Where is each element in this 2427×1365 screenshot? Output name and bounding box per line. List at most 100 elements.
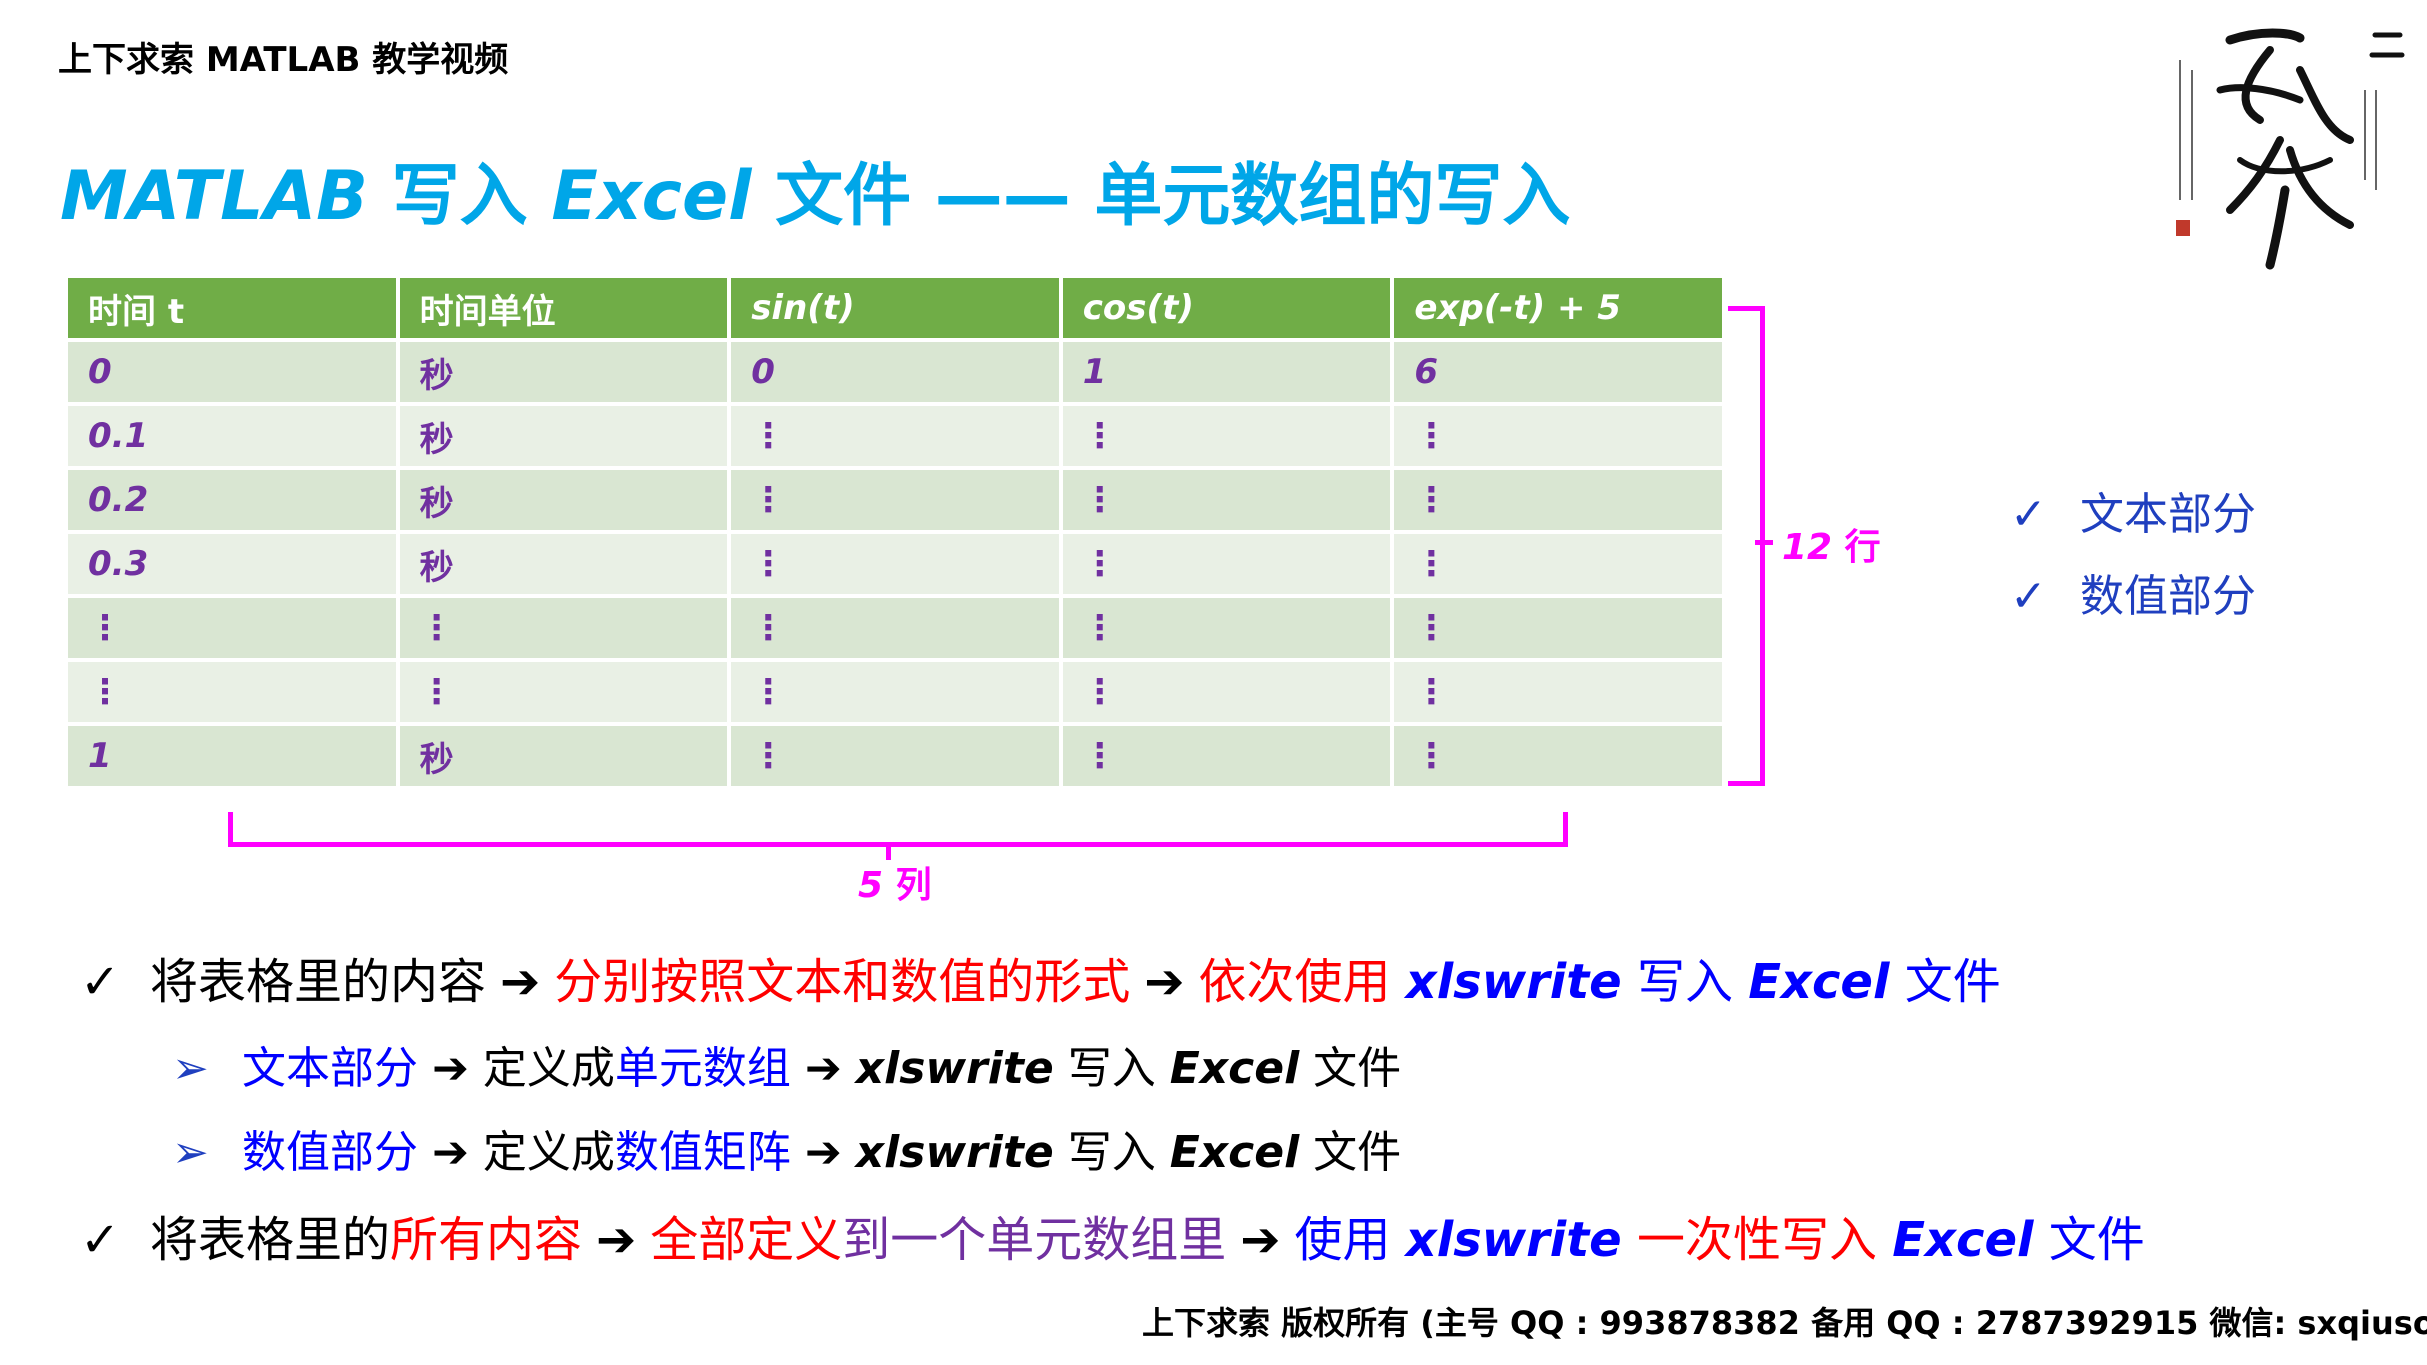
- copyright-footer: 上下求索 版权所有 (主号 QQ : 993878382 备用 QQ : 278…: [1142, 1304, 2427, 1342]
- cell: ⋮: [727, 402, 1063, 470]
- side-check-number: ✓数值部分: [2010, 560, 2256, 624]
- table-row: 0.3 秒 ⋮ ⋮ ⋮: [64, 530, 1726, 598]
- cell: 6: [1390, 338, 1726, 406]
- title-rest: 文件 —— 单元数组的写入: [751, 157, 1571, 236]
- cols-bracket: [228, 812, 1568, 847]
- bullet-text: 写入: [1053, 1127, 1170, 1178]
- triangle-icon: ➢: [172, 1127, 209, 1178]
- table-header-row: 时间 t 时间单位 sin(t) cos(t) exp(-t) + 5: [64, 274, 1726, 342]
- title-matlab: MATLAB: [60, 157, 368, 236]
- bullet-text: Excel: [1169, 1127, 1300, 1178]
- cols-count-label: 5 列: [858, 856, 932, 908]
- slide-title: MATLAB 写入 Excel 文件 —— 单元数组的写入: [60, 140, 1570, 239]
- bullet-text: 文本部分: [242, 1043, 418, 1094]
- cell: ⋮: [727, 530, 1063, 598]
- bullet-text: xlswrite: [855, 1127, 1054, 1178]
- cell: 1: [1058, 338, 1395, 406]
- table-row: 0.1 秒 ⋮ ⋮ ⋮: [64, 402, 1726, 470]
- cell: 0.2: [64, 466, 400, 534]
- cell: 0: [727, 338, 1063, 406]
- bullet-text: Excel: [1892, 1212, 2034, 1268]
- header-cos: cos(t): [1058, 274, 1395, 342]
- bullet-text: 单元数组里: [986, 1212, 1227, 1268]
- title-excel: Excel: [551, 157, 752, 236]
- cell: ⋮: [395, 658, 732, 726]
- triangle-icon: ➢: [172, 1043, 209, 1094]
- bullet-text: Excel: [1748, 954, 1890, 1010]
- bullet-text: 写入: [1053, 1043, 1170, 1094]
- arrow-icon: ➔: [432, 1043, 469, 1094]
- cell: ⋮: [1058, 722, 1395, 790]
- cell: 0.3: [64, 530, 400, 598]
- bullet-2: ➢文本部分➔定义成单元数组➔xlswrite 写入 Excel 文件: [172, 1032, 1401, 1096]
- header-time-unit: 时间单位: [395, 274, 732, 342]
- bullet-text: 全部定义: [650, 1212, 843, 1268]
- bullet-text: 数值矩阵: [614, 1127, 791, 1178]
- header-time: 时间 t: [64, 274, 400, 342]
- arrow-icon: ➔: [804, 1127, 842, 1178]
- header-sin: sin(t): [727, 274, 1063, 342]
- bullet-text: Excel: [1169, 1043, 1300, 1094]
- side-check-text: ✓文本部分: [2010, 478, 2256, 542]
- cell: ⋮: [395, 594, 732, 662]
- check-icon: ✓: [80, 1212, 121, 1268]
- cols-unit: 列: [883, 865, 932, 906]
- cell: ⋮: [727, 594, 1063, 662]
- arrow-icon: ➔: [500, 954, 541, 1010]
- bullet-text: 使用: [1294, 1212, 1406, 1268]
- table-row: 0 秒 0 1 6: [64, 338, 1726, 406]
- cell: ⋮: [64, 658, 400, 726]
- bullet-1: ✓将表格里的内容➔分别按照文本和数值的形式➔依次使用 xlswrite 写入 E…: [80, 942, 2001, 1012]
- cols-bracket-tick: [886, 842, 891, 860]
- bullet-text: xlswrite: [855, 1043, 1054, 1094]
- table-row: 0.2 秒 ⋮ ⋮ ⋮: [64, 466, 1726, 534]
- rows-count: 12: [1782, 527, 1833, 568]
- arrow-icon: ➔: [432, 1127, 469, 1178]
- cell: ⋮: [1058, 530, 1395, 598]
- bullet-text: 将表格里的内容: [150, 954, 487, 1010]
- cell: ⋮: [1390, 594, 1726, 662]
- bullet-text: 所有内容: [390, 1212, 583, 1268]
- cell: ⋮: [727, 658, 1063, 726]
- cell: ⋮: [727, 466, 1063, 534]
- data-table: 时间 t 时间单位 sin(t) cos(t) exp(-t) + 5 0 秒 …: [64, 274, 1726, 790]
- cell: ⋮: [1058, 594, 1395, 662]
- bullet-text: 依次使用: [1198, 954, 1406, 1010]
- cell: ⋮: [1058, 466, 1395, 534]
- bullet-text: 单元数组: [614, 1043, 791, 1094]
- bullet-text: 文件: [2033, 1212, 2145, 1268]
- cell: ⋮: [1058, 658, 1395, 726]
- bullet-text: 到一个: [842, 1212, 987, 1268]
- cell: ⋮: [1390, 658, 1726, 726]
- series-label: 上下求索 MATLAB 教学视频: [58, 40, 509, 80]
- bullet-text: 写入: [1621, 954, 1749, 1010]
- arrow-icon: ➔: [804, 1043, 842, 1094]
- calligraphy-logo: [2176, 28, 2405, 270]
- arrow-icon: ➔: [1144, 954, 1185, 1010]
- bullet-text: 文件: [1889, 954, 2001, 1010]
- cell: ⋮: [1058, 402, 1395, 470]
- arrow-icon: ➔: [1240, 1212, 1281, 1268]
- cell: 0: [64, 338, 400, 406]
- bullet-text: 定义成: [482, 1127, 615, 1178]
- cell: ⋮: [1390, 466, 1726, 534]
- cell: ⋮: [727, 722, 1063, 790]
- cell: 秒: [395, 402, 732, 470]
- bullet-4: ✓将表格里的所有内容➔全部定义到一个单元数组里➔使用 xlswrite 一次性写…: [80, 1200, 2145, 1270]
- bullet-text: 定义成: [482, 1043, 615, 1094]
- check-icon: ✓: [80, 954, 121, 1010]
- check-icon: ✓: [2010, 489, 2047, 540]
- rows-unit: 行: [1832, 527, 1881, 568]
- table-row: ⋮ ⋮ ⋮ ⋮ ⋮: [64, 594, 1726, 662]
- table-row: 1 秒 ⋮ ⋮ ⋮: [64, 722, 1726, 790]
- bullet-text: 一次性写入: [1621, 1212, 1893, 1268]
- table-row: ⋮ ⋮ ⋮ ⋮ ⋮: [64, 658, 1726, 726]
- title-write: 写入: [367, 157, 552, 236]
- cols-count: 5: [858, 865, 884, 906]
- cell: 秒: [395, 466, 732, 534]
- cell: ⋮: [1390, 530, 1726, 598]
- header-exp: exp(-t) + 5: [1390, 274, 1726, 342]
- arrow-icon: ➔: [596, 1212, 637, 1268]
- rows-bracket-tick: [1755, 540, 1773, 545]
- bullet-text: xlswrite: [1405, 954, 1622, 1010]
